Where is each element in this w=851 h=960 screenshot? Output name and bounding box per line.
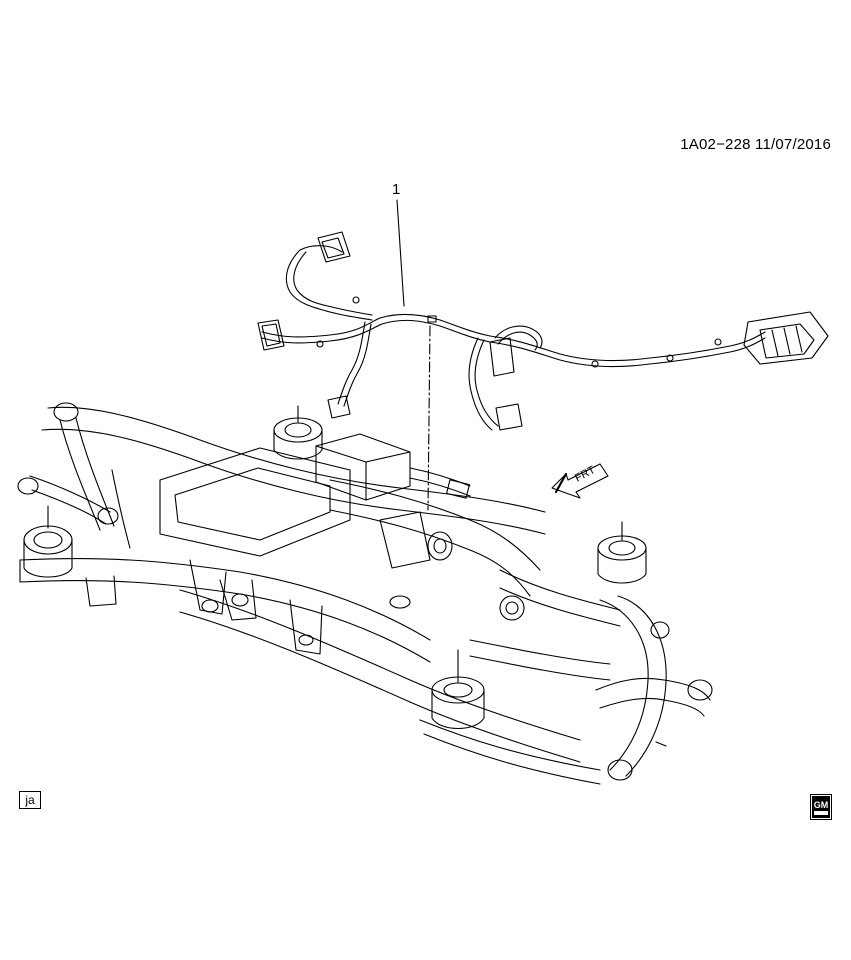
reference-code: 1A02−228 11/07/2016: [680, 136, 831, 153]
gm-logo-icon: GM: [810, 794, 832, 820]
wiring-harness: [257, 231, 829, 431]
svg-text:GM: GM: [814, 800, 829, 810]
callout-leader: [396, 199, 405, 307]
rear-subframe: [17, 402, 713, 785]
callout-number: 1: [392, 181, 401, 198]
front-direction-arrow-icon: [551, 463, 609, 499]
language-code-box: ja: [19, 791, 41, 809]
callout-dash-line: [427, 325, 431, 511]
